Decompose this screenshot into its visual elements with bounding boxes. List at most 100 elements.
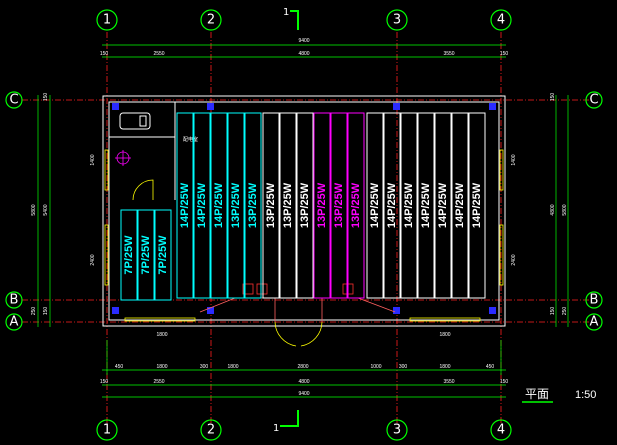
openings	[104, 149, 504, 347]
section-marker-top: 1	[283, 7, 299, 30]
dim-right-tick-2: 150	[550, 307, 556, 316]
dim-bottom-detail-4: 1800	[227, 364, 238, 370]
cabinet-label: 13P/25W	[265, 182, 277, 228]
cabinet-label: 13P/25W	[247, 182, 259, 228]
axis-bubble-3-top: 3	[386, 9, 408, 31]
cabinet-label: 14P/25W	[386, 182, 398, 228]
dimension-lines	[37, 44, 569, 398]
dim-top-seg-5: 150	[500, 51, 509, 57]
dim-bottom-seg-1: 150	[100, 379, 109, 385]
axis-label-a: A	[10, 315, 19, 330]
room-label: 配电室	[183, 136, 198, 143]
dim-top-overall: 9400	[298, 38, 309, 44]
cabinet: 14P/25W	[468, 112, 486, 299]
cabinet: 14P/25W	[451, 112, 469, 299]
dim-left-tick-1: 150	[43, 93, 49, 102]
axis-bubble-c-right: C	[585, 91, 603, 109]
dim-left-overall: 5800	[31, 204, 37, 215]
axis-bubble-a-right: A	[585, 313, 603, 331]
cabinet-label: 7P/25W	[157, 235, 169, 275]
cabinet: 14P/25W	[176, 112, 194, 299]
dim-bottom-seg-5: 150	[500, 379, 509, 385]
axis-label-c: C	[589, 93, 598, 108]
wall-dim-right-lower: 2400	[511, 254, 517, 265]
door-main-right	[300, 321, 323, 347]
trench-right-slope	[357, 297, 396, 313]
dim-right-tick-3: 250	[562, 307, 568, 316]
trench-left-slope	[199, 297, 236, 313]
cabinet-label: 14P/25W	[213, 182, 225, 228]
window-bottom-right	[409, 317, 481, 322]
dim-bottom-overall: 9400	[298, 391, 309, 397]
axis-bubble-1-top: 1	[96, 9, 118, 31]
cabinet-label: 14P/25W	[471, 182, 483, 228]
column-4a	[489, 307, 496, 314]
axis-bubble-c-left: C	[5, 91, 23, 109]
column-3a	[393, 307, 400, 314]
section-label-bottom: 1	[273, 423, 279, 434]
axis-label-4: 4	[497, 13, 505, 28]
axis-bubble-4-top: 4	[490, 9, 512, 31]
cabinet-label: 14P/25W	[196, 182, 208, 228]
axis-label-a: A	[590, 315, 599, 330]
cabinet: 13P/25W	[279, 112, 297, 299]
dim-bottom-detail-1: 450	[115, 364, 124, 370]
axis-label-3: 3	[393, 423, 401, 438]
wall-dim-left-upper: 1400	[90, 154, 96, 165]
drawing-title: 平面	[525, 387, 549, 401]
cabinet: 14P/25W	[366, 112, 384, 299]
cabinet: 13P/25W	[227, 112, 245, 299]
axis-label-4: 4	[497, 423, 505, 438]
section-arrow-bottom	[280, 410, 299, 427]
axis-label-1: 1	[103, 13, 111, 28]
door-main-left	[274, 321, 297, 347]
dim-bottom-detail-8: 1800	[439, 364, 450, 370]
dim-right-inner: 4800	[550, 204, 556, 215]
dim-top-seg-1: 150	[100, 51, 109, 57]
column-4c	[489, 103, 496, 110]
window-right-upper	[499, 149, 504, 191]
cabinet-label: 13P/25W	[333, 182, 345, 228]
cabinet-label: 13P/25W	[282, 182, 294, 228]
dim-bottom-detail-6: 1000	[370, 364, 381, 370]
cabinet-label: 14P/25W	[179, 182, 191, 228]
axis-bubble-2-bottom: 2	[200, 419, 222, 441]
toilet-fixture	[119, 112, 151, 130]
cabinet: 14P/25W	[434, 112, 452, 299]
axis-bubble-2-top: 2	[200, 9, 222, 31]
section-marker-bottom: 1	[273, 410, 299, 434]
window-right-lower	[499, 224, 504, 286]
cabinet: 13P/25W	[262, 112, 280, 299]
column-2a	[207, 307, 214, 314]
title-block: 平面 1:50	[522, 387, 596, 403]
cabinet-label: 13P/25W	[316, 182, 328, 228]
axis-label-c: C	[9, 93, 18, 108]
section-label-top: 1	[283, 7, 289, 18]
cabinet: 14P/25W	[383, 112, 401, 299]
axis-bubble-3-bottom: 3	[386, 419, 408, 441]
dim-top-seg-4: 3550	[443, 51, 454, 57]
cabinet-label: 13P/25W	[350, 182, 362, 228]
column-1c	[112, 103, 119, 110]
window-left-lower	[104, 224, 109, 286]
dim-bottom-seg-2: 2550	[153, 379, 164, 385]
building-walls	[102, 95, 506, 327]
cabinet-label: 7P/25W	[140, 235, 152, 275]
window-bottom-left	[124, 317, 196, 322]
washbasin-icon	[115, 150, 131, 166]
cabinet-label: 13P/25W	[230, 182, 242, 228]
cabinet: 7P/25W	[120, 209, 138, 301]
cabinet: 13P/25W	[347, 112, 365, 299]
cabinet: 14P/25W	[417, 112, 435, 299]
column-2c	[207, 103, 214, 110]
wall-dim-right-upper: 1400	[511, 154, 517, 165]
section-arrow-top	[290, 10, 299, 30]
dim-bottom-detail-7: 300	[399, 364, 408, 370]
cabinet: 7P/25W	[137, 209, 155, 301]
dim-left-tick-3: 250	[31, 307, 37, 316]
axis-label-3: 3	[393, 13, 401, 28]
dim-left-inner: 5400	[43, 204, 49, 215]
axis-label-b: B	[10, 293, 19, 308]
